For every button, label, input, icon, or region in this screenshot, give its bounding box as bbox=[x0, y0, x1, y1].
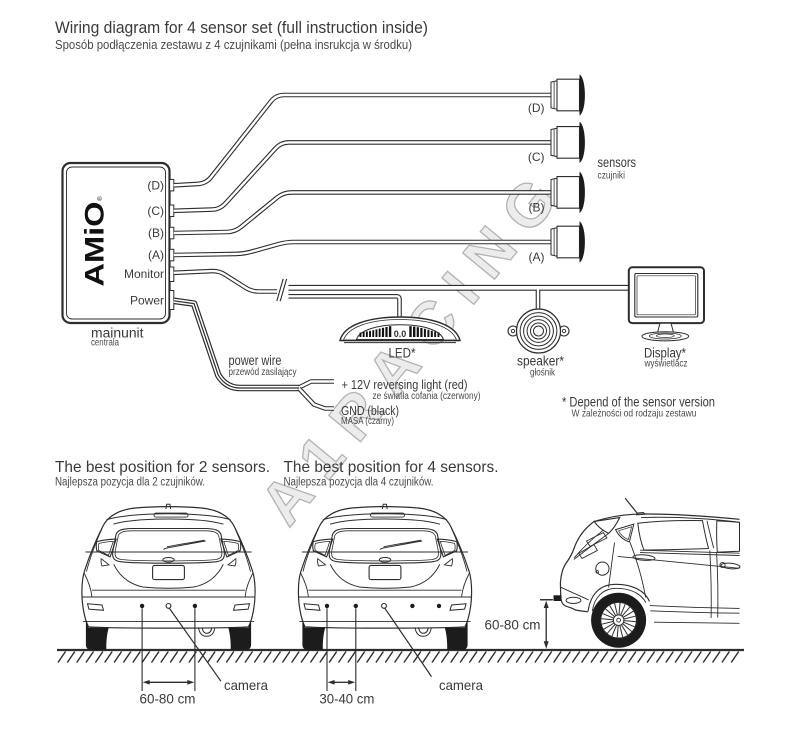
svg-text:AMiO: AMiO bbox=[80, 202, 110, 287]
svg-text:* Depend of the sensor version: * Depend of the sensor version bbox=[562, 394, 715, 409]
svg-text:MASA (czarny): MASA (czarny) bbox=[341, 416, 394, 427]
svg-text:głośnik: głośnik bbox=[530, 367, 556, 379]
svg-text:czujniki: czujniki bbox=[598, 170, 626, 182]
svg-text:Najlepsza pozycja dla 4 czujni: Najlepsza pozycja dla 4 czujników. bbox=[284, 477, 434, 489]
svg-text:wyświetlacz: wyświetlacz bbox=[644, 358, 688, 370]
svg-text:Power: Power bbox=[130, 294, 164, 308]
svg-text:®: ® bbox=[96, 196, 104, 201]
svg-text:+ 12V reversing light (red): + 12V reversing light (red) bbox=[342, 377, 468, 392]
svg-text:60-80 cm: 60-80 cm bbox=[140, 691, 196, 707]
svg-text:LED*: LED* bbox=[389, 346, 417, 361]
svg-text:60-80 cm: 60-80 cm bbox=[485, 617, 541, 633]
svg-text:centrala: centrala bbox=[91, 338, 119, 349]
svg-text:Sposób podłączenia zestawu z 4: Sposób podłączenia zestawu z 4 czujnikam… bbox=[55, 37, 412, 52]
svg-text:Najlepsza pozycja dla 2 czujni: Najlepsza pozycja dla 2 czujników. bbox=[55, 477, 205, 489]
svg-text:(B): (B) bbox=[529, 201, 545, 215]
svg-text:The best position for 2 sensor: The best position for 2 sensors. bbox=[55, 459, 270, 476]
svg-text:30-40 cm: 30-40 cm bbox=[319, 691, 374, 707]
svg-text:0.0: 0.0 bbox=[394, 329, 407, 339]
svg-text:camera: camera bbox=[439, 677, 483, 693]
svg-text:sensors: sensors bbox=[598, 155, 637, 170]
svg-text:(D): (D) bbox=[528, 101, 545, 115]
svg-text:Wiring diagram for 4 sensor se: Wiring diagram for 4 sensor set (full in… bbox=[55, 18, 428, 37]
svg-text:(C): (C) bbox=[147, 204, 164, 218]
svg-text:W zależności od rodzaju zestaw: W zależności od rodzaju zestawu bbox=[572, 407, 697, 419]
svg-text:camera: camera bbox=[224, 677, 268, 693]
svg-text:(B): (B) bbox=[148, 226, 164, 240]
svg-text:(A): (A) bbox=[529, 250, 545, 264]
svg-text:(C): (C) bbox=[528, 150, 545, 164]
svg-text:przewód zasilający: przewód zasilający bbox=[229, 367, 297, 378]
svg-text:(A): (A) bbox=[148, 248, 164, 262]
svg-text:(D): (D) bbox=[147, 178, 164, 192]
svg-text:power wire: power wire bbox=[229, 353, 282, 368]
svg-text:speaker*: speaker* bbox=[517, 354, 565, 369]
svg-text:Display*: Display* bbox=[644, 346, 687, 361]
svg-text:The best position for 4 sensor: The best position for 4 sensors. bbox=[284, 459, 499, 476]
svg-text:ze światła cofania (czerwony): ze światła cofania (czerwony) bbox=[373, 391, 481, 402]
svg-text:mainunit: mainunit bbox=[91, 326, 144, 341]
svg-text:Monitor: Monitor bbox=[124, 267, 164, 281]
svg-text:GND (black): GND (black) bbox=[341, 403, 399, 418]
